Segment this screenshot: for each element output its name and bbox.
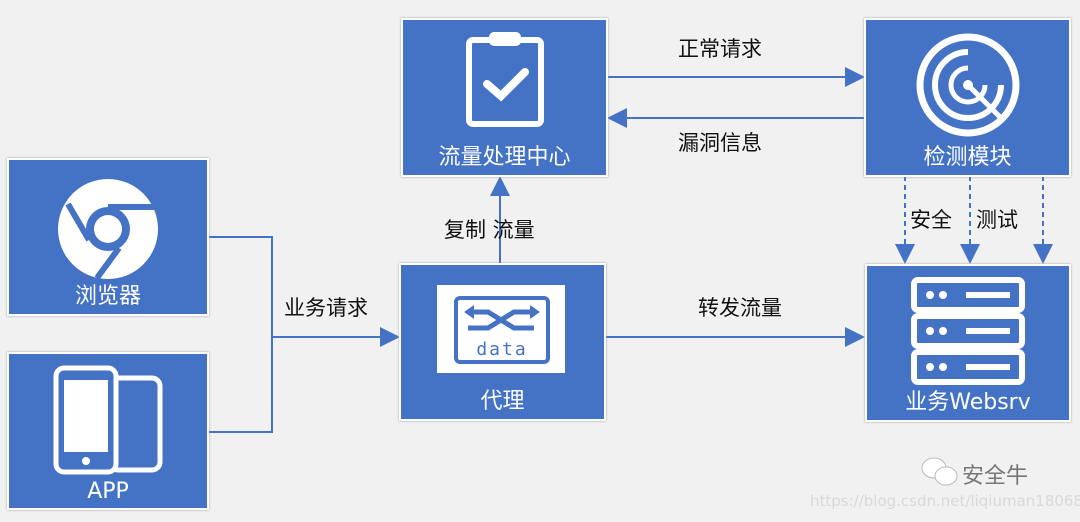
node-flow-center: 流量处理中心 <box>401 18 608 177</box>
browser-connector <box>208 236 273 433</box>
edge-label-vuln-info: 漏洞信息 <box>678 131 762 155</box>
radar-icon <box>916 33 1019 137</box>
node-proxy: data 代理 <box>399 263 606 421</box>
node-label: APP <box>87 479 129 504</box>
edge-label-forward-traffic: 转发流量 <box>698 296 782 320</box>
node-websrv: 业务Websrv <box>865 264 1071 422</box>
edge-label-testing: 测试 <box>976 208 1018 232</box>
node-label: 代理 <box>480 389 525 414</box>
node-browser: 浏览器 <box>7 158 209 316</box>
mobile-devices-icon <box>53 365 163 475</box>
edge-label-copy-traffic: 复制 流量 <box>444 218 535 242</box>
edge-label-security: 安全 <box>910 208 952 232</box>
data-icon-text: data <box>476 339 528 360</box>
server-icon <box>911 277 1025 385</box>
watermark-brand: 安全牛 <box>962 464 1029 489</box>
wechat-icon <box>921 457 958 486</box>
node-detection: 检测模块 <box>864 18 1071 177</box>
node-label: 流量处理中心 <box>438 145 571 170</box>
edge-label-business-request: 业务请求 <box>284 296 368 320</box>
clipboard-check-icon <box>465 32 544 127</box>
node-label: 浏览器 <box>74 284 141 309</box>
chrome-icon <box>58 179 158 280</box>
node-label: 检测模块 <box>923 145 1012 170</box>
data-switch-icon: data <box>437 285 565 373</box>
node-label: 业务Websrv <box>905 390 1031 415</box>
node-app: APP <box>7 352 209 510</box>
edge-label-normal-request: 正常请求 <box>678 37 762 61</box>
watermark-url: https://blog.csdn.net/liqiuman180688 <box>810 492 1080 510</box>
